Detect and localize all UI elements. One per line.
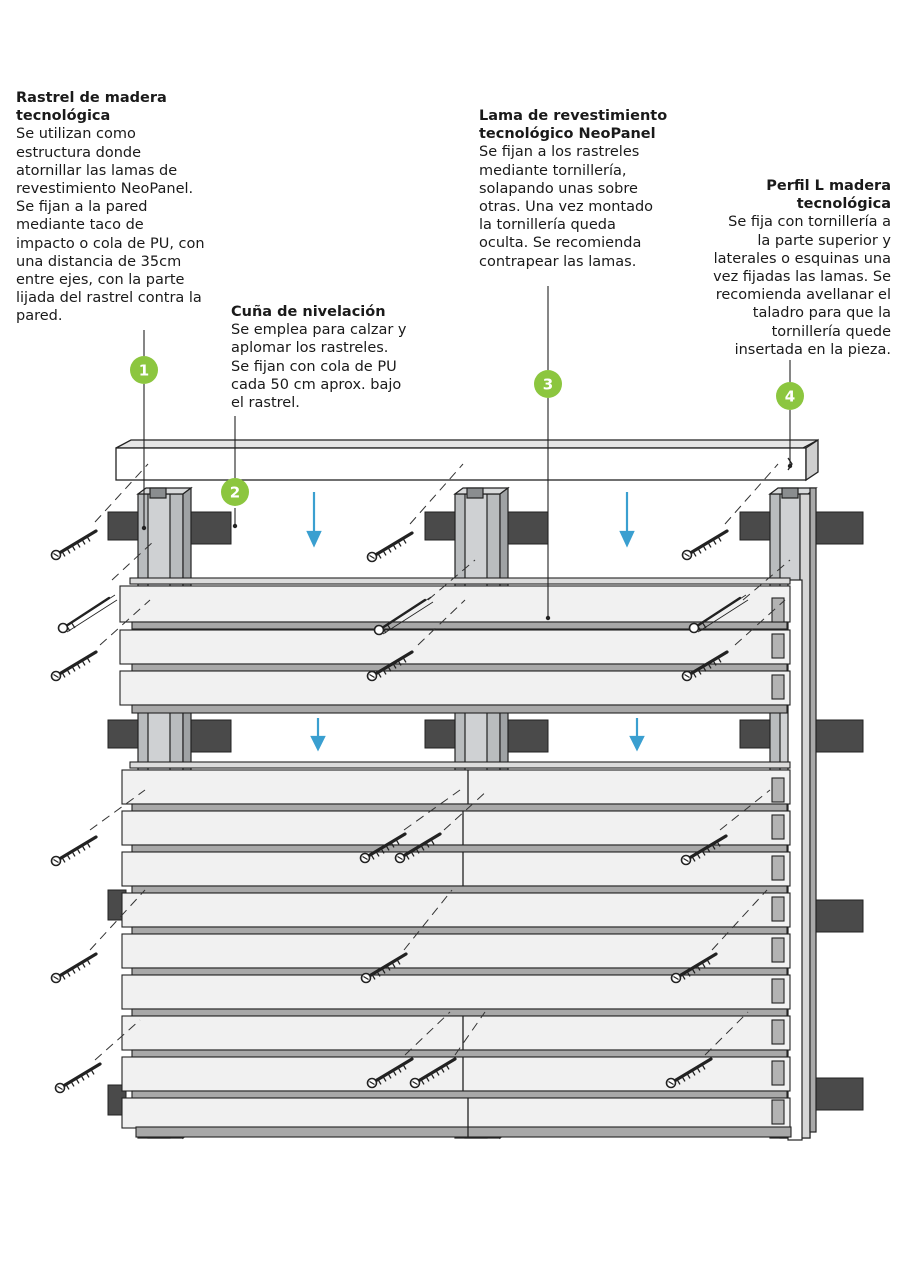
badge-number-2: 2 [230, 484, 240, 502]
screw-icon [365, 531, 414, 564]
callout-rastrel: Rastrel de madera tecnológica Se utiliza… [16, 89, 231, 326]
callout-body: Se fijan a los rastreles mediante tornil… [479, 144, 654, 270]
arrow-down-icon [306, 492, 645, 752]
callout-title: Cuña de nivelación [231, 304, 386, 320]
badge-number-1: 1 [139, 362, 149, 380]
callout-title: Perfil L madera tecnológica [766, 178, 891, 213]
leader-lines [143, 286, 791, 618]
callout-body: Se fija con tornillería a la parte super… [713, 214, 891, 358]
callout-title: Lama de revestimiento tecnológico NeoPan… [479, 108, 668, 143]
callout-cuna: Cuña de nivelación Se emplea para calzar… [231, 303, 431, 412]
badge-number-4: 4 [785, 388, 795, 406]
screw-icon [49, 529, 98, 562]
l-profile-top [115, 438, 819, 482]
screw-icon [49, 952, 98, 985]
badge-number-3: 3 [543, 376, 553, 394]
wedges [107, 511, 864, 1116]
callout-body: Se utilizan como estructura donde atorni… [16, 126, 205, 325]
screw-icon [57, 593, 119, 634]
callout-badge: 1 2 3 4 [130, 356, 804, 506]
screw-icon [49, 835, 98, 868]
screw-icon [49, 650, 98, 683]
callout-title: Rastrel de madera tecnológica [16, 90, 167, 125]
screw-icon [53, 1062, 102, 1095]
callout-body: Se emplea para calzar y aplomar los rast… [231, 322, 407, 412]
screw-icon [680, 529, 729, 562]
l-profile-right [787, 487, 817, 1141]
callout-perfil: Perfil L madera tecnológica Se fija con … [681, 177, 891, 359]
callout-lama: Lama de revestimiento tecnológico NeoPan… [479, 107, 684, 271]
screw-guides [89, 463, 791, 1061]
